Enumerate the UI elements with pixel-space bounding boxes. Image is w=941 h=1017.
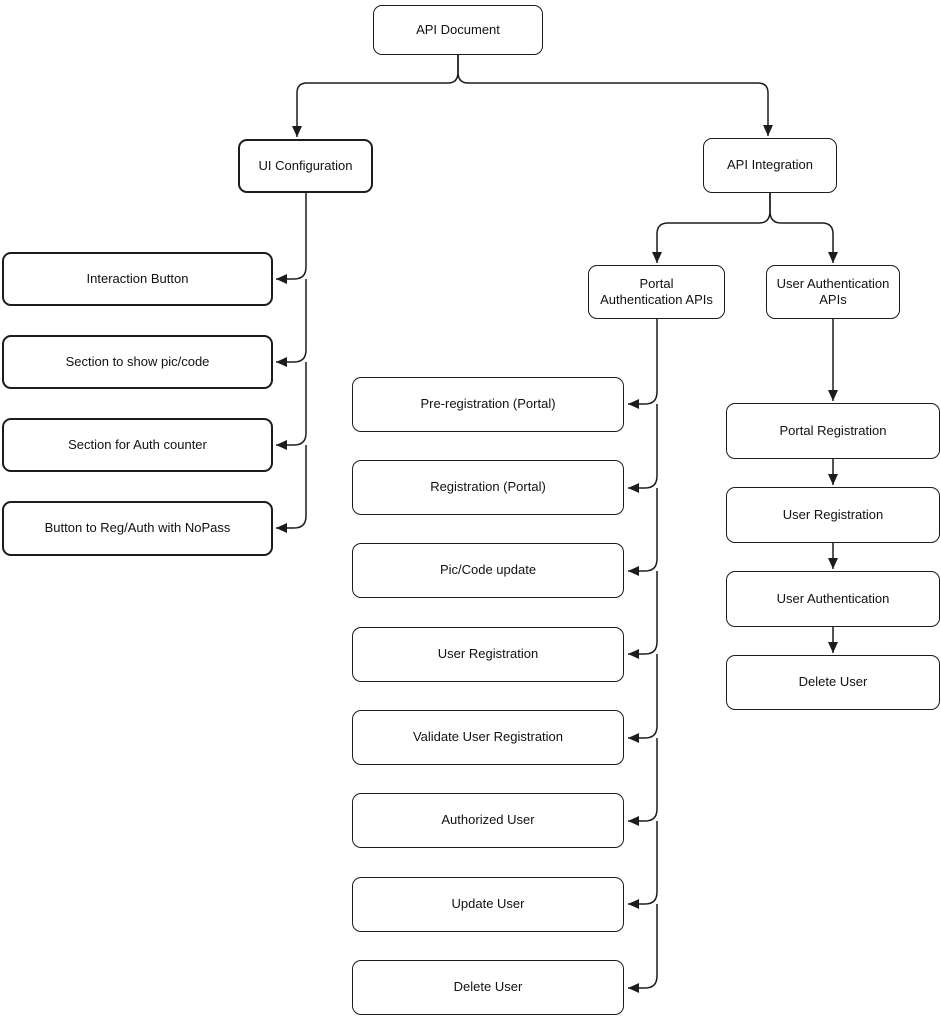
node-delete-user-portal-col: Delete User bbox=[352, 960, 624, 1015]
edge-portalauth-validate-user-registration bbox=[628, 654, 658, 743]
edge-portalauth-pre-registration bbox=[628, 319, 658, 409]
edge-portalauth-delete-user bbox=[628, 904, 658, 993]
node-button-to-reg-auth-with-nopass: Button to Reg/Auth with NoPass bbox=[2, 501, 273, 556]
node-portal-registration: Portal Registration bbox=[726, 403, 940, 459]
node-user-registration-portal-col: User Registration bbox=[352, 627, 624, 682]
node-user-authentication-apis: User Authentication APIs bbox=[766, 265, 900, 319]
edge-portalauth-authorized-user bbox=[628, 738, 658, 826]
edge-apiintegration-user-auth-apis bbox=[769, 193, 838, 263]
node-api-document: API Document bbox=[373, 5, 543, 55]
edge-uiconfig-section-auth-counter bbox=[276, 362, 307, 450]
node-update-user: Update User bbox=[352, 877, 624, 932]
edge-apiintegration-portal-auth-apis bbox=[652, 193, 771, 263]
edge-portalauth-pic-code-update bbox=[628, 488, 658, 576]
edge-portalauth-user-registration bbox=[628, 571, 658, 659]
node-api-integration: API Integration bbox=[703, 138, 837, 193]
edge-apidoc-apiintegration bbox=[457, 55, 773, 136]
node-pre-registration-portal: Pre-registration (Portal) bbox=[352, 377, 624, 432]
node-registration-portal: Registration (Portal) bbox=[352, 460, 624, 515]
edge-portalauth-update-user bbox=[628, 821, 658, 909]
node-delete-user-user-col: Delete User bbox=[726, 655, 940, 710]
node-section-for-auth-counter: Section for Auth counter bbox=[2, 418, 273, 472]
node-pic-code-update: Pic/Code update bbox=[352, 543, 624, 598]
node-validate-user-registration: Validate User Registration bbox=[352, 710, 624, 765]
node-user-registration-user-col: User Registration bbox=[726, 487, 940, 543]
edge-portalauth-registration-portal bbox=[628, 404, 658, 493]
node-ui-configuration: UI Configuration bbox=[238, 139, 373, 193]
node-portal-authentication-apis: Portal Authentication APIs bbox=[588, 265, 725, 319]
edge-uiconfig-interaction-button bbox=[276, 193, 307, 284]
edge-uiconfig-button-reg-auth bbox=[276, 445, 307, 533]
edge-apidoc-uiconfig bbox=[292, 55, 459, 137]
node-user-authentication: User Authentication bbox=[726, 571, 940, 627]
edge-uiconfig-section-pic-code bbox=[276, 279, 307, 367]
node-authorized-user: Authorized User bbox=[352, 793, 624, 848]
node-interaction-button: Interaction Button bbox=[2, 252, 273, 306]
node-section-to-show-pic-code: Section to show pic/code bbox=[2, 335, 273, 389]
